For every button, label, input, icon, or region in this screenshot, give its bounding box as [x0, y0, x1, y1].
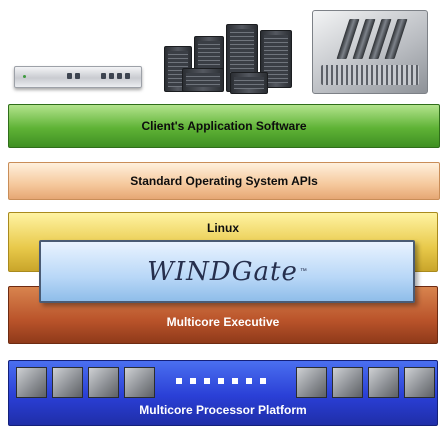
- ellipsis-dot: [246, 378, 252, 384]
- processor-core: [332, 367, 363, 398]
- ellipsis-dot: [190, 378, 196, 384]
- rack-appliance-image: [14, 66, 142, 88]
- processor-core: [52, 367, 83, 398]
- windgate-logo: WINDGate: [147, 256, 298, 287]
- ellipsis-dot: [176, 378, 182, 384]
- ellipsis-dot: [204, 378, 210, 384]
- port: [125, 73, 130, 79]
- linux-label: Linux: [207, 221, 239, 235]
- processor-platform-label: Multicore Processor Platform: [139, 403, 307, 417]
- switch-chassis: [230, 72, 268, 94]
- port: [117, 73, 122, 79]
- multicore-executive-label: Multicore Executive: [166, 315, 280, 329]
- blade-chassis-image: [312, 10, 428, 94]
- processor-core: [16, 367, 47, 398]
- ellipsis-dot: [232, 378, 238, 384]
- application-software-label: Client's Application Software: [141, 119, 307, 133]
- status-led: [23, 75, 26, 78]
- port: [101, 73, 106, 79]
- port: [67, 73, 72, 79]
- ellipsis-dot: [218, 378, 224, 384]
- os-apis-label: Standard Operating System APIs: [130, 174, 318, 188]
- port: [75, 73, 80, 79]
- processor-core: [124, 367, 155, 398]
- os-apis-layer: Standard Operating System APIs: [8, 162, 440, 200]
- vent-grille: [321, 65, 419, 85]
- switch-chassis: [182, 68, 224, 92]
- processor-core: [368, 367, 399, 398]
- processor-core: [88, 367, 119, 398]
- application-software-layer: Client's Application Software: [8, 104, 440, 148]
- trademark-symbol: ™: [299, 268, 307, 275]
- network-switch-stack-image: [160, 22, 294, 94]
- windgate-logo-box: WINDGate ™: [39, 240, 415, 303]
- processor-core: [296, 367, 327, 398]
- ellipsis-dot: [260, 378, 266, 384]
- port: [109, 73, 114, 79]
- processor-core: [404, 367, 435, 398]
